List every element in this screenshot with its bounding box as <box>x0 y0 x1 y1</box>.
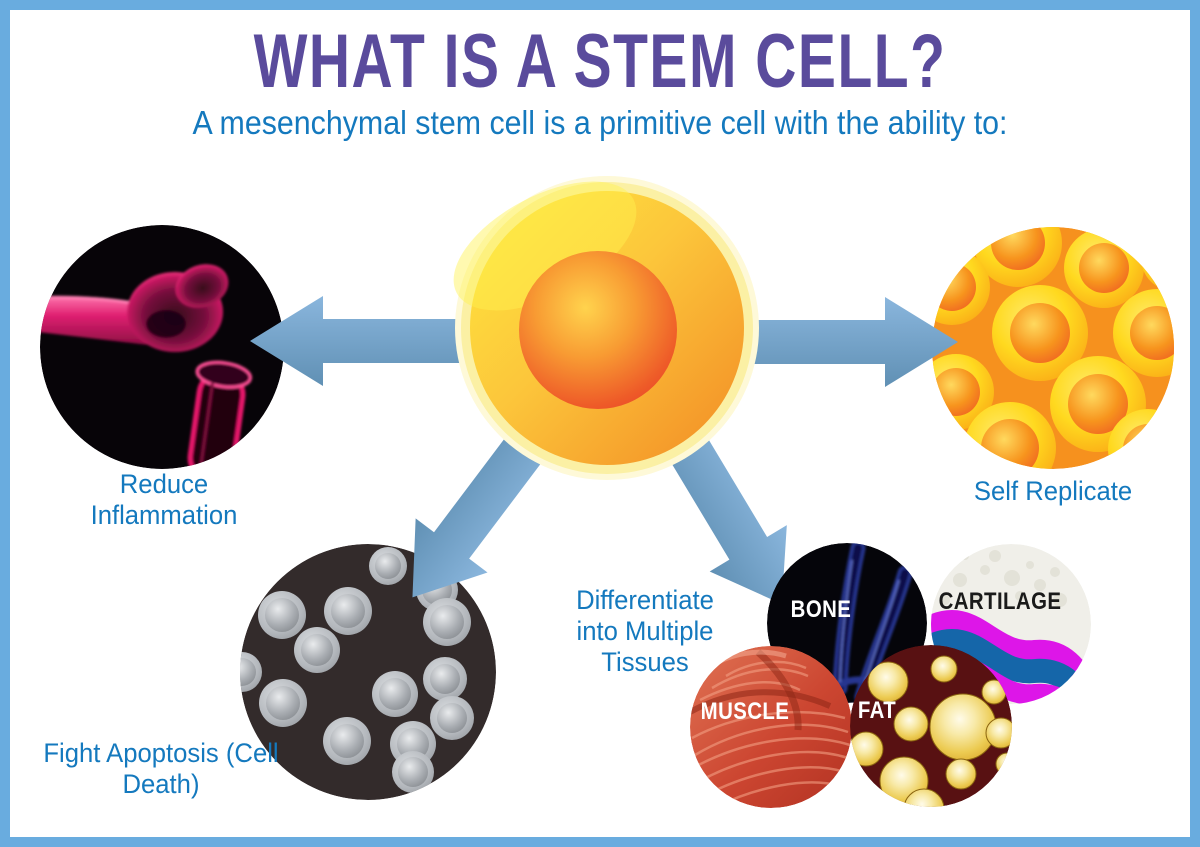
muscle-image <box>690 646 852 808</box>
page-title: WHAT IS A STEM CELL? <box>253 19 947 104</box>
arrow-down-left <box>412 434 543 598</box>
arrow-down-right <box>669 436 787 605</box>
arrow-right <box>730 297 958 387</box>
tissue-label-bone: BONE <box>790 596 852 623</box>
label-fight-apoptosis: Fight Apoptosis (Cell Death) <box>43 738 279 799</box>
label-differentiate-tissues: Differentiate into Multiple Tissues <box>576 585 714 677</box>
tissue-label-muscle: MUSCLE <box>700 698 790 725</box>
tissue-label-fat: FAT <box>857 697 897 724</box>
fat-image <box>850 645 1012 807</box>
label-self-replicate: Self Replicate <box>973 476 1133 506</box>
stem-cell-illustration <box>453 176 759 480</box>
arrow-left <box>250 296 500 386</box>
page-subtitle: A mesenchymal stem cell is a primitive c… <box>192 104 1008 141</box>
knee-xray-image <box>40 225 284 469</box>
arrows <box>250 296 958 605</box>
tissue-label-cartilage: CARTILAGE <box>938 588 1062 615</box>
label-reduce-inflammation: Reduce Inflammation <box>90 469 238 530</box>
